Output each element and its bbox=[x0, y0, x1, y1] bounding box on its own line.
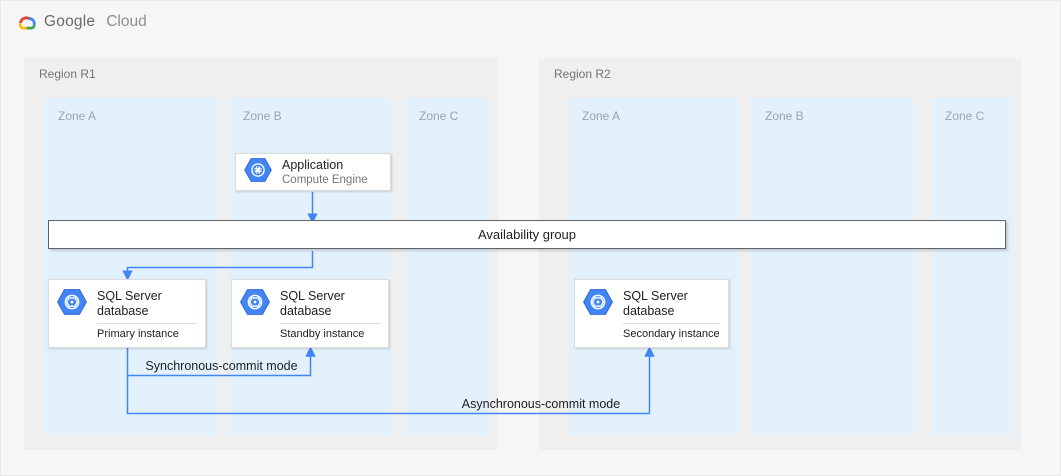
region-r1-zone-b: Zone B bbox=[229, 98, 391, 435]
sql-server-title: SQL Server database bbox=[280, 289, 345, 318]
google-cloud-icon bbox=[18, 16, 36, 29]
availability-group-label: Availability group bbox=[477, 227, 577, 242]
sql-server-icon bbox=[240, 289, 270, 320]
sql-server-standby-card: SQL Server database Standby instance bbox=[231, 279, 389, 348]
secondary-instance-label: Secondary instance bbox=[623, 327, 720, 340]
region-r2-zone-b: Zone B bbox=[751, 98, 914, 435]
region-r2-zone-a: Zone A bbox=[568, 98, 739, 435]
compute-engine-icon bbox=[244, 157, 272, 187]
zone-label: Zone C bbox=[945, 109, 985, 123]
availability-group-bar: Availability group bbox=[48, 220, 1006, 249]
sql-server-secondary-card: SQL Server database Secondary instance bbox=[574, 279, 729, 348]
region-r1-zone-a: Zone A bbox=[44, 98, 218, 435]
sql-server-title: SQL Server database bbox=[97, 289, 162, 318]
card-divider bbox=[280, 322, 380, 324]
logo-product-text: Cloud bbox=[106, 13, 147, 30]
zone-label: Zone B bbox=[765, 109, 804, 123]
google-cloud-logo: Google Cloud bbox=[16, 13, 147, 31]
region-r2-label: Region R2 bbox=[554, 67, 611, 81]
primary-instance-label: Primary instance bbox=[97, 327, 179, 340]
sql-server-icon bbox=[583, 289, 613, 320]
sql-server-primary-card: SQL Server database Primary instance bbox=[48, 279, 206, 348]
zone-label: Zone A bbox=[58, 109, 97, 123]
region-r1-label: Region R1 bbox=[39, 67, 96, 81]
zone-label: Zone B bbox=[243, 109, 282, 123]
application-card: Application Compute Engine bbox=[235, 153, 391, 191]
region-r1: Region R1 Zone A Zone B Zone C bbox=[24, 58, 498, 450]
sync-commit-label: Synchronous-commit mode bbox=[145, 359, 298, 373]
card-divider bbox=[623, 322, 720, 324]
sql-server-title: SQL Server database bbox=[623, 289, 688, 318]
region-r2-zone-c: Zone C bbox=[931, 98, 1013, 435]
region-r1-zone-c: Zone C bbox=[405, 98, 489, 435]
application-subtitle: Compute Engine bbox=[282, 173, 368, 186]
region-r2: Region R2 Zone A Zone B Zone C bbox=[539, 58, 1021, 450]
sql-server-icon bbox=[57, 289, 87, 320]
standby-instance-label: Standby instance bbox=[280, 327, 365, 340]
zone-label: Zone C bbox=[419, 109, 459, 123]
logo-brand-text: Google bbox=[44, 13, 96, 30]
zone-label: Zone A bbox=[582, 109, 621, 123]
async-commit-label: Asynchronous-commit mode bbox=[461, 397, 621, 411]
card-divider bbox=[97, 322, 197, 324]
application-title: Application bbox=[282, 158, 344, 173]
